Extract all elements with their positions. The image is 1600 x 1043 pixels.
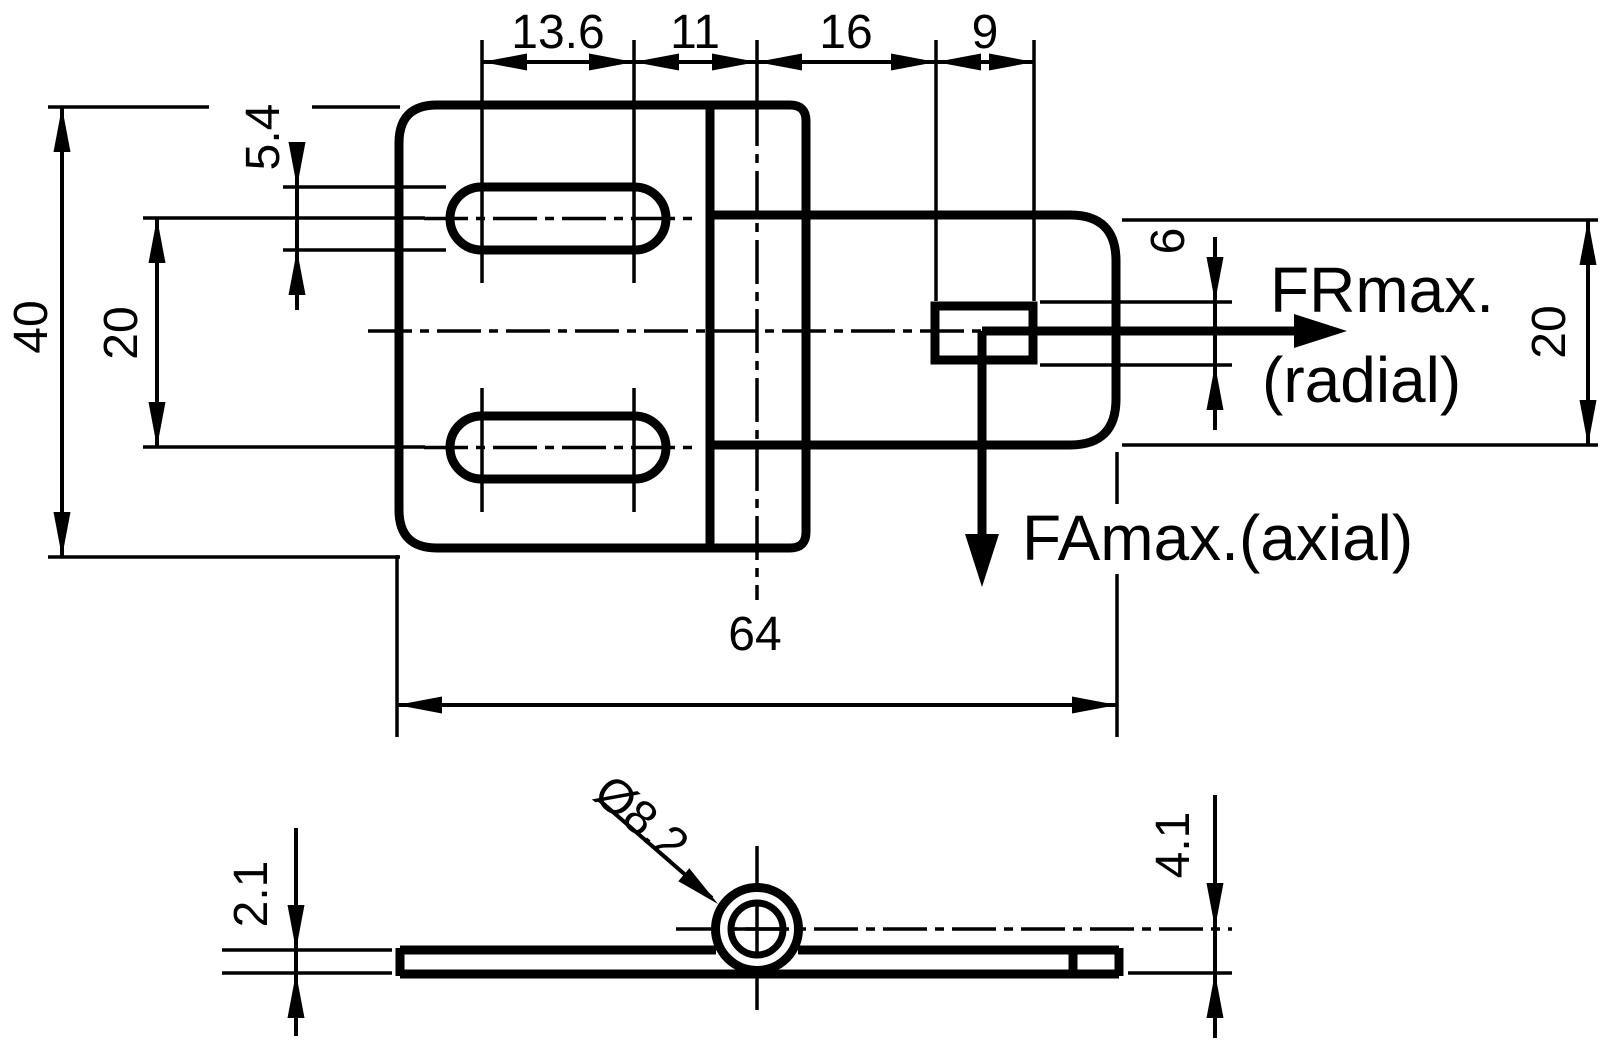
arrowhead (891, 53, 936, 71)
arrowhead (1206, 973, 1224, 1018)
arrowhead (53, 107, 71, 152)
dim-label-13-6: 13.6 (511, 6, 604, 59)
arrowhead (1206, 257, 1224, 302)
dim-label-knuckle-diameter: Ø8.2 (584, 765, 698, 872)
radial-force-note: (radial) (1262, 344, 1461, 416)
arrowhead (287, 905, 305, 950)
arrowhead (1579, 220, 1597, 265)
arrowhead (148, 218, 166, 263)
dim-label-overall-length: 64 (728, 608, 781, 661)
arrowhead (53, 512, 71, 557)
arrowhead (712, 53, 757, 71)
arrowhead (678, 868, 718, 904)
arrowhead (482, 53, 527, 71)
arrowhead (1206, 365, 1224, 410)
arrowhead (397, 696, 442, 714)
dim-label-slot-width: 5.4 (237, 104, 290, 171)
arrowhead (288, 142, 306, 187)
dim-label-square-height: 6 (1142, 228, 1195, 255)
mounting-slot-lower (445, 411, 671, 484)
mounting-slot-upper (445, 182, 671, 255)
dim-label-sheet-thickness: 2.1 (225, 861, 278, 928)
axial-force-arrowhead (965, 534, 999, 587)
text-mask (1012, 504, 1436, 574)
radial-force-label: FRmax. (1270, 254, 1494, 326)
centerlines-group (368, 102, 1232, 1010)
arrowhead (1072, 696, 1117, 714)
arrowhead (288, 250, 306, 295)
dim-label-11: 11 (670, 6, 720, 59)
arrowhead (1206, 883, 1224, 928)
radial-force-arrowhead (1294, 314, 1347, 348)
dim-label-leaf-height: 20 (1523, 305, 1576, 358)
side-view-group (395, 883, 1124, 979)
arrowhead (589, 53, 634, 71)
labels-group: 13.6 11 16 9 5.4 40 20 6 20 64 FRmax. (r… (5, 6, 1576, 927)
dim-label-slot-spacing: 20 (95, 306, 148, 359)
arrowhead (287, 973, 305, 1018)
axial-force-label: FAmax.(axial) (1022, 502, 1413, 574)
top-view-group (394, 100, 1347, 587)
dim-label-overall-height: 40 (5, 300, 58, 353)
bracket-leaf-a-outline (394, 100, 811, 553)
arrowhead (1579, 400, 1597, 445)
dim-label-9: 9 (972, 6, 999, 59)
dim-label-axis-offset: 4.1 (1147, 812, 1200, 879)
extension-lines-group (48, 40, 1598, 975)
arrowhead (936, 53, 981, 71)
arrowhead (989, 53, 1034, 71)
arrowhead (757, 53, 802, 71)
arrowhead (148, 402, 166, 447)
dim-label-16: 16 (819, 6, 872, 59)
hinge-knuckle-outer-circle (711, 883, 803, 975)
arrowhead (634, 53, 679, 71)
